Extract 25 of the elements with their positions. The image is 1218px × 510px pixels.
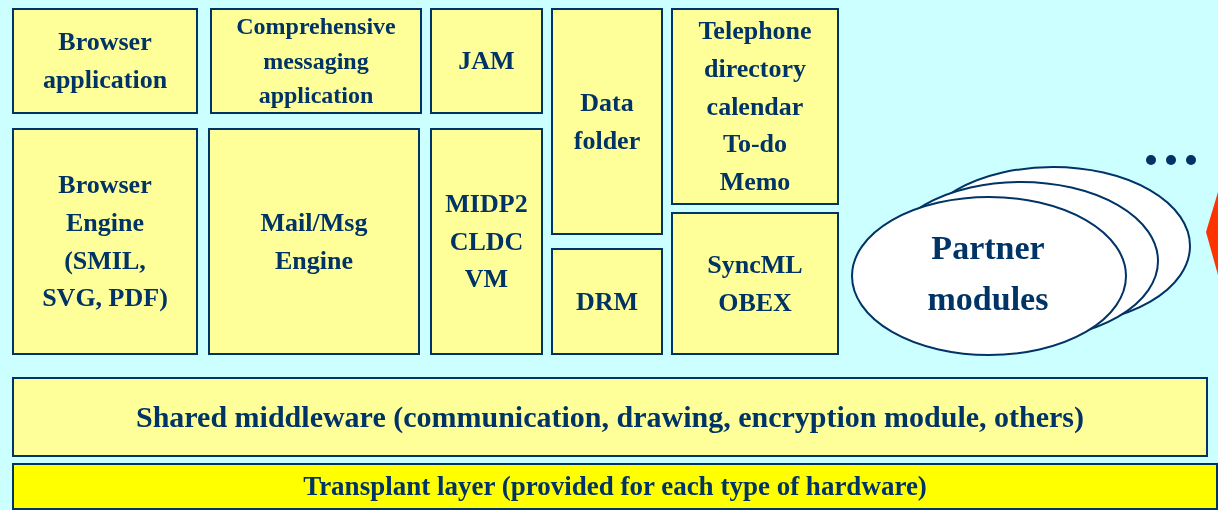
module-box <box>551 248 663 355</box>
module-label: Browser application <box>41 26 169 96</box>
module-label: Transplant layer (provided for each type of hardware) <box>303 469 927 503</box>
module-box <box>208 128 420 355</box>
module-box <box>671 8 839 205</box>
module-box <box>671 212 839 355</box>
module-box <box>210 8 422 114</box>
module-label: Comprehensive messaging application <box>235 11 397 111</box>
module-box <box>12 8 198 114</box>
module-label: DRM <box>575 285 639 318</box>
module-label: Mail/Msg Engine <box>259 206 369 277</box>
module-label: JAM <box>458 45 515 78</box>
module-box <box>12 463 1218 510</box>
module-box <box>430 128 543 355</box>
module-label: Shared middleware (communication, drawing, encryption module, others) <box>135 399 1084 436</box>
module-label: Telephone directory calendar To-do Memo <box>697 15 813 199</box>
module-box <box>430 8 543 114</box>
module-label: MIDP2 CLDC VM <box>444 187 529 296</box>
module-label: Data folder <box>572 86 642 157</box>
module-label: Partner modules <box>926 228 1050 319</box>
module-box <box>551 8 663 235</box>
module-box <box>12 128 198 355</box>
module-box <box>12 377 1208 457</box>
module-label: SyncML OBEX <box>706 248 804 319</box>
module-label: Browser Engine (SMIL, SVG, PDF) <box>41 169 169 315</box>
